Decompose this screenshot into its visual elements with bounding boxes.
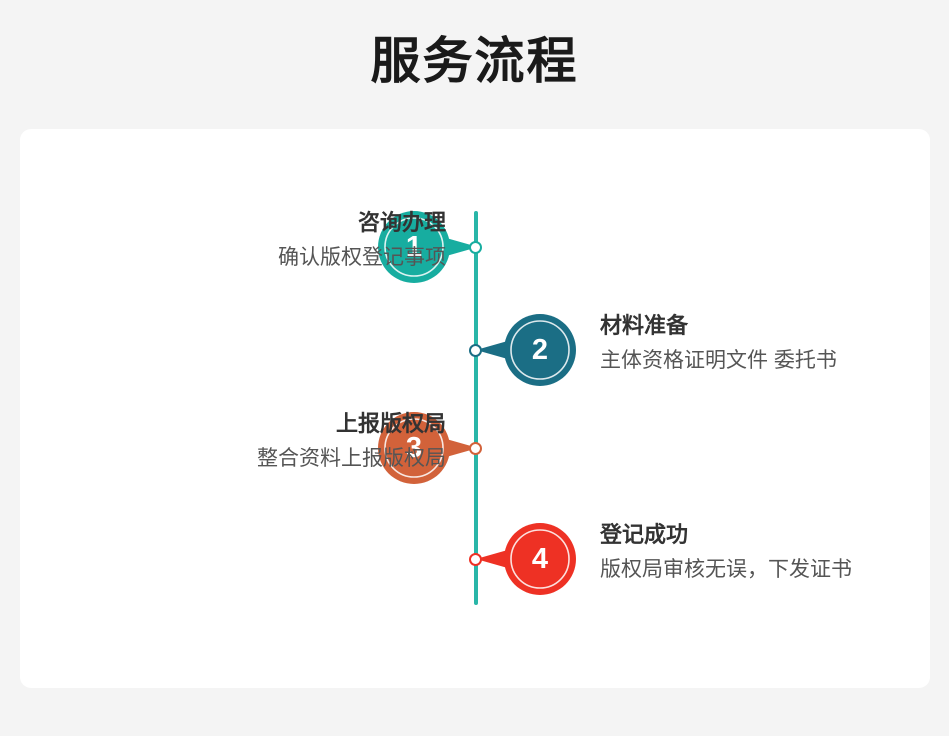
page-title: 服务流程 (370, 33, 579, 89)
step-number: 3 (405, 432, 423, 464)
step-text-block: 材料准备主体资格证明文件 委托书 (600, 309, 940, 379)
step-number: 2 (531, 334, 549, 366)
pin-shape-icon (476, 314, 576, 386)
step-description: 确认版权登记事项 (278, 246, 446, 269)
step-badge-3[interactable]: 3 (378, 412, 478, 484)
timeline-axis (474, 211, 478, 605)
pin-shape-icon (378, 412, 478, 484)
step-title: 咨询办理 (357, 210, 446, 235)
step-text-block: 登记成功版权局审核无误，下发证书 (600, 518, 940, 588)
step-description: 版权局审核无误，下发证书 (600, 558, 852, 581)
timeline-node-1 (469, 241, 482, 254)
step-badge-2[interactable]: 2 (476, 314, 576, 386)
step-title: 上报版权局 (335, 411, 446, 436)
timeline-node-2 (469, 344, 482, 357)
step-title: 材料准备 (600, 313, 689, 338)
timeline-node-3 (469, 442, 482, 455)
pin-shape-icon (476, 523, 576, 595)
step-description: 主体资格证明文件 委托书 (600, 349, 837, 372)
step-number: 4 (531, 543, 549, 575)
step-title: 登记成功 (600, 522, 689, 547)
step-description: 整合资料上报版权局 (257, 447, 446, 470)
step-badge-4[interactable]: 4 (476, 523, 576, 595)
step-badge-1[interactable]: 1 (378, 211, 478, 283)
pin-shape-icon (378, 211, 478, 283)
step-text-block: 咨询办理确认版权登记事项 (116, 206, 446, 276)
timeline-node-4 (469, 553, 482, 566)
step-text-block: 上报版权局整合资料上报版权局 (116, 407, 446, 477)
step-number: 1 (405, 231, 423, 263)
